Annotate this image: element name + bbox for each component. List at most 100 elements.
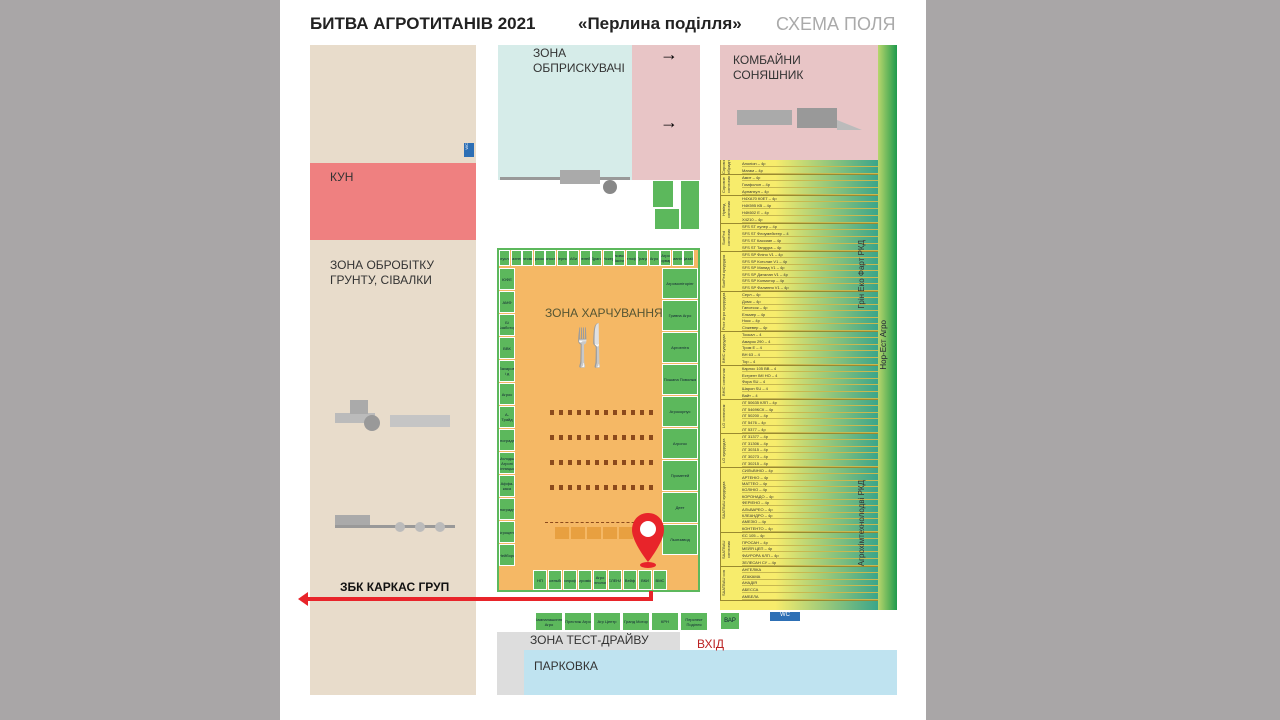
left-stall[interactable]: Агроцент bbox=[499, 521, 515, 543]
top-stall[interactable]: Мавпінг bbox=[671, 250, 683, 266]
crop-item: Арнанхул – 4р bbox=[742, 189, 878, 195]
right-stall[interactable]: Агрогос bbox=[662, 428, 698, 459]
left-stall[interactable]: АМФ bbox=[499, 291, 515, 313]
food-table bbox=[559, 410, 563, 415]
right-stall[interactable]: Гривна Агро bbox=[662, 300, 698, 331]
front-stall[interactable]: Кампанашиння Агро bbox=[535, 612, 563, 631]
right-stall[interactable]: Пошана Поволжя bbox=[662, 364, 698, 395]
arrow-right-icon: → bbox=[660, 112, 678, 132]
bar-stall[interactable]: ВАР bbox=[720, 612, 740, 630]
bottom-stall[interactable]: ВКИ bbox=[638, 570, 652, 590]
left-stall[interactable]: ЮФЕ bbox=[499, 268, 515, 290]
food-table bbox=[586, 485, 590, 490]
left-stall[interactable]: Аффа-каса bbox=[499, 475, 515, 497]
front-stall[interactable]: Перспект Поділля bbox=[680, 612, 708, 631]
top-stall[interactable]: Зерно bbox=[556, 250, 568, 266]
top-stall[interactable]: Кроноспан bbox=[545, 250, 556, 266]
front-stall[interactable]: КРН bbox=[651, 612, 679, 631]
wc-icon: WC bbox=[464, 143, 474, 157]
front-stall[interactable]: Гранд Мотор bbox=[622, 612, 650, 631]
bottom-stall[interactable]: НП bbox=[533, 570, 547, 590]
left-stall[interactable]: А-Трайд bbox=[499, 406, 515, 428]
crop-item: Фора SU – 4 bbox=[742, 379, 878, 386]
left-stall[interactable]: Бі Бзаботор bbox=[499, 314, 515, 336]
left-stall[interactable]: Виноградник bbox=[499, 429, 515, 451]
bottom-stall[interactable]: Вейф bbox=[623, 570, 637, 590]
top-stall[interactable]: Фіскер bbox=[602, 250, 614, 266]
crop-group-label: ВНІС сонячник bbox=[720, 366, 736, 399]
crop-item: АМБЕЛА bbox=[742, 594, 878, 600]
crop-item: АТАКАМА bbox=[742, 574, 878, 580]
bottom-stall[interactable]: Агромікс bbox=[578, 570, 592, 590]
right-stall[interactable]: Льонзавод bbox=[662, 524, 698, 555]
crop-item: КОРОНАДО – 4р bbox=[742, 494, 878, 500]
crop-item: SFS SP Колмотор – 4р bbox=[742, 278, 878, 285]
crop-group-label: SAATBAU кукурудза bbox=[720, 468, 736, 532]
top-stall[interactable]: Бізнесмейд bbox=[522, 250, 533, 266]
top-stall[interactable]: Агро bbox=[648, 250, 660, 266]
route-line bbox=[649, 591, 653, 600]
food-table bbox=[604, 410, 608, 415]
crop-item: КЛЕАНДРО – 4р bbox=[742, 513, 878, 519]
left-stall[interactable]: Агрос bbox=[499, 383, 515, 405]
stall[interactable] bbox=[652, 180, 674, 208]
left-stall[interactable]: ВВК bbox=[499, 337, 515, 359]
bottom-stall[interactable]: ВМС bbox=[653, 570, 667, 590]
food-kiosk[interactable] bbox=[571, 527, 585, 539]
entrance-label[interactable]: ВХІД bbox=[697, 637, 724, 651]
right-stall[interactable]: Аргоеліта bbox=[662, 332, 698, 363]
front-stall[interactable]: Престиж Агро bbox=[564, 612, 592, 631]
top-stall[interactable]: Пахнер bbox=[510, 250, 522, 266]
front-stall[interactable]: Агр Центр bbox=[593, 612, 621, 631]
crop-item: ЛГ 31377 – 4р bbox=[742, 434, 878, 441]
food-table bbox=[577, 485, 581, 490]
right-stall[interactable]: Прометей bbox=[662, 460, 698, 491]
location-pin-icon[interactable] bbox=[630, 511, 666, 569]
crop-item: ЗЕЛЕСАН СУ – 4р bbox=[742, 560, 878, 566]
food-table bbox=[640, 410, 644, 415]
food-table bbox=[559, 485, 563, 490]
food-kiosk[interactable] bbox=[619, 527, 633, 539]
crop-item: Гансесок – 4р bbox=[742, 305, 878, 312]
top-stall[interactable]: Світлофор bbox=[625, 250, 637, 266]
left-stall[interactable]: Виноградний bbox=[499, 498, 515, 520]
food-table bbox=[622, 460, 626, 465]
left-stall[interactable]: Молодші Агроні Вінницька bbox=[499, 452, 515, 474]
right-stall[interactable]: Агрокорпус bbox=[662, 396, 698, 427]
top-stall[interactable]: Дизаїн bbox=[683, 250, 694, 266]
left-stall[interactable]: Нейборс bbox=[499, 544, 515, 566]
stall[interactable] bbox=[680, 180, 700, 230]
crop-item: АНГЕЛІКА bbox=[742, 567, 878, 574]
top-stall[interactable]: Агроскоп bbox=[533, 250, 545, 266]
vertical-label: Нор-Ест Агро bbox=[879, 320, 888, 370]
bottom-stall[interactable]: Агропрофіль bbox=[563, 570, 577, 590]
right-stall[interactable]: Деет bbox=[662, 492, 698, 523]
border-strip bbox=[878, 45, 897, 610]
left-stall[interactable]: Захаров і д bbox=[499, 360, 515, 382]
top-stall[interactable]: Богуслав bbox=[499, 250, 510, 266]
bottom-stall[interactable]: Агро технологія bbox=[593, 570, 607, 590]
crop-item: ЛГ 30215 – 4р bbox=[742, 461, 878, 467]
top-stall[interactable]: Драго bbox=[591, 250, 602, 266]
right-stall[interactable]: Агромоніторінг bbox=[662, 268, 698, 299]
bottom-stall[interactable]: Масельберг bbox=[548, 570, 562, 590]
food-kiosk[interactable] bbox=[603, 527, 617, 539]
top-stall[interactable]: Агро Форвард bbox=[660, 250, 671, 266]
crop-group-label: Сорозие сонячник bbox=[720, 175, 736, 195]
food-kiosk[interactable] bbox=[555, 527, 569, 539]
bottom-stall[interactable]: ЄЛЕНА bbox=[608, 570, 622, 590]
food-table bbox=[550, 485, 554, 490]
crop-item: АНАДІЯ bbox=[742, 580, 878, 587]
food-kiosk[interactable] bbox=[587, 527, 601, 539]
top-stall[interactable]: Пуковські Пасічні bbox=[614, 250, 625, 266]
top-stall[interactable]: Грелейс bbox=[579, 250, 591, 266]
crop-item: Н4ХА70 К0ЕТ – 4р bbox=[742, 196, 878, 203]
crop-item: ФЕРІЕНО – 4р bbox=[742, 500, 878, 507]
stall[interactable] bbox=[654, 208, 680, 230]
arrow-left-icon bbox=[298, 592, 308, 606]
top-stall[interactable]: Гранд bbox=[637, 250, 648, 266]
top-stall[interactable]: Аби bbox=[568, 250, 579, 266]
